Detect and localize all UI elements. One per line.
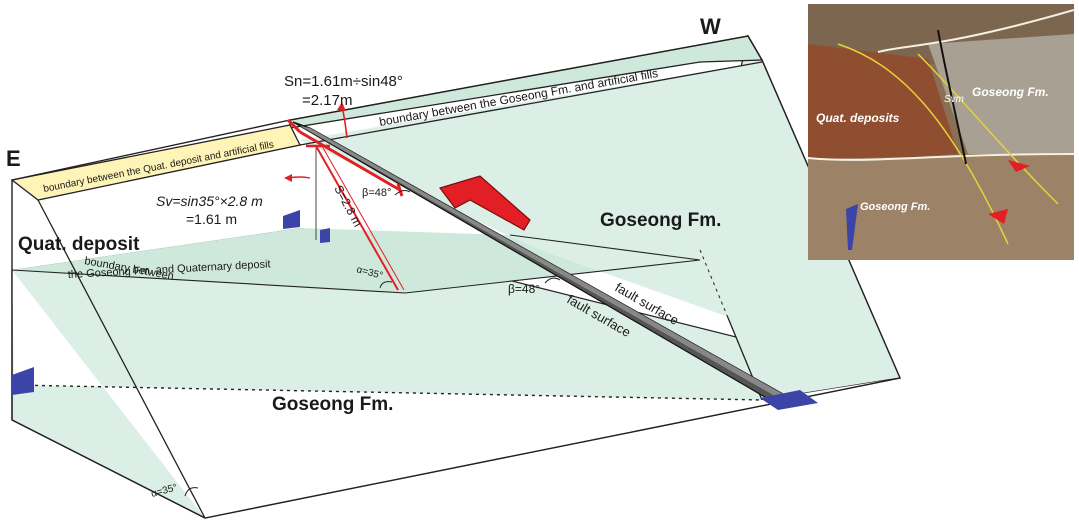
blue-marker-right: [760, 390, 818, 410]
alpha-arc-mid: [379, 281, 393, 289]
edge-back-bottom: [404, 259, 701, 294]
edge-band-rim: [11, 269, 406, 294]
sn-line: [299, 130, 401, 192]
compass-east: E: [6, 146, 21, 171]
sn-equation-2: =2.17m: [302, 92, 352, 109]
blue-marker-mid1: [283, 210, 300, 229]
sv-equation-2: =1.61 m: [186, 211, 237, 227]
upper-right-green-plane: [300, 62, 900, 378]
edge-hidden-base: [13, 384, 763, 401]
edge-upper-rim: [299, 61, 763, 146]
s-slant-line: [315, 145, 399, 291]
sn-callout-head: [337, 102, 346, 111]
photo-quat-label: Quat. deposits: [816, 111, 900, 125]
alpha-arc-corner: [184, 487, 199, 497]
quat-face: [12, 128, 500, 270]
slip-arrow: [439, 175, 531, 231]
beta-lower-label: β=48°: [508, 282, 540, 296]
outcrop-photo: Quat. deposits Goseong Fm. Goseong Fm. S…: [808, 4, 1074, 260]
blue-marker-left: [12, 367, 34, 395]
blue-marker-mid2: [320, 228, 330, 243]
goseong-front-label: Goseong Fm.: [272, 394, 393, 415]
goseong-upper-label: Goseong Fm.: [600, 210, 721, 231]
sn-tick: [396, 183, 404, 197]
quat-deposit-label: Quat. deposit: [18, 234, 140, 255]
edge-hidden-right: [699, 249, 763, 401]
sv-callout-head: [284, 174, 292, 182]
s-slant-line2: [321, 145, 405, 291]
beta-arc-lower: [544, 277, 561, 284]
photo-goseong-lower-label: Goseong Fm.: [860, 201, 930, 213]
sn-equation-1: Sn=1.61m÷sin48°: [284, 73, 403, 90]
edge-left-slope: [37, 199, 206, 519]
beta-arc-upper: [394, 190, 411, 196]
sv-tick-top: [286, 118, 302, 134]
photo-goseong-upper-label: Goseong Fm.: [972, 85, 1049, 99]
beta-upper-label: β=48°: [362, 187, 391, 199]
fault-surface-shade: [300, 126, 790, 400]
photo-svm-label: Svm: [944, 94, 964, 105]
edge-band-rim2: [509, 234, 701, 261]
compass-west: W: [700, 14, 721, 39]
sv-equation-1: Sv=sin35°×2.8 m: [156, 193, 263, 209]
